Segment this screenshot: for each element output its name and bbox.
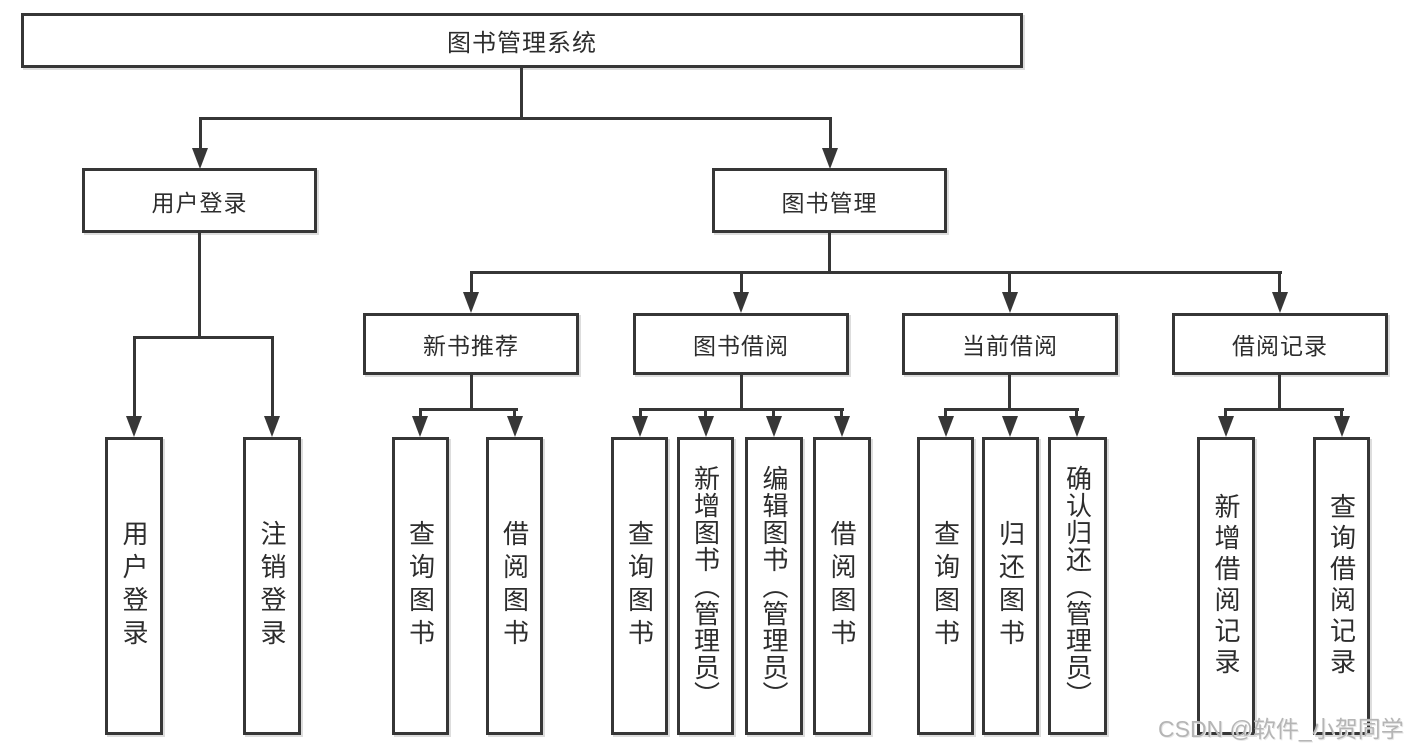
connector-line: [944, 410, 947, 418]
connector-line: [133, 338, 136, 419]
connector-line: [944, 408, 1079, 411]
node-book-management-branch: 图书管理: [712, 168, 947, 233]
connector-line: [704, 410, 707, 418]
watermark: CSDN @软件_小贺同学: [1158, 716, 1404, 742]
node-label: 图书借阅: [693, 333, 789, 359]
node-label: 图书管理: [781, 189, 878, 216]
connector-line: [419, 410, 422, 418]
leaf-return-books: 归还图书: [982, 437, 1039, 735]
arrow-down-icon: [938, 416, 954, 437]
connector-line: [1278, 273, 1281, 295]
leaf-confirm-return-admin: 确认归还（管理员）: [1048, 437, 1107, 735]
arrow-down-icon: [192, 148, 208, 169]
leaf-query-borrow-record: 查询借阅记录: [1313, 437, 1370, 735]
leaf-recommend-borrow-books: 借阅图书: [486, 437, 543, 735]
arrow-down-icon: [822, 148, 838, 169]
arrow-down-icon: [632, 416, 648, 437]
leaf-user-login: 用户登录: [105, 437, 163, 735]
connector-line: [271, 338, 274, 419]
connector-line: [199, 119, 202, 150]
node-library-management-system: 图书管理系统: [21, 13, 1023, 68]
connector-line: [639, 408, 844, 411]
connector-line: [1340, 410, 1343, 418]
arrow-down-icon: [766, 416, 782, 437]
leaf-recommend-query-books: 查询图书: [392, 437, 449, 735]
node-borrowing-records: 借阅记录: [1172, 313, 1388, 375]
node-new-book-recommendation: 新书推荐: [363, 313, 579, 375]
node-label: 借阅记录: [1232, 333, 1328, 359]
connector-line: [740, 273, 743, 295]
arrow-down-icon: [1002, 292, 1018, 313]
connector-line: [198, 233, 201, 339]
node-book-borrowing: 图书借阅: [633, 313, 849, 375]
connector-line: [840, 410, 843, 418]
arrow-down-icon: [126, 416, 142, 437]
leaf-edit-books-admin: 编辑图书（管理员）: [745, 437, 803, 735]
connector-line: [828, 233, 831, 274]
arrow-down-icon: [1218, 416, 1234, 437]
node-label: 图书管理系统: [447, 30, 597, 57]
connector-line: [740, 375, 743, 411]
leaf-current-query-books: 查询图书: [917, 437, 974, 735]
arrow-down-icon: [412, 416, 428, 437]
connector-line: [1008, 273, 1011, 295]
node-label: 用户登录: [151, 189, 248, 216]
arrow-down-icon: [698, 416, 714, 437]
arrow-down-icon: [264, 416, 280, 437]
connector-line: [1075, 410, 1078, 418]
node-user-login-branch: 用户登录: [82, 168, 317, 233]
connector-line: [1278, 375, 1281, 411]
leaf-logout: 注销登录: [243, 437, 301, 735]
connector-line: [639, 410, 642, 418]
connector-line: [513, 410, 516, 418]
connector-line: [133, 336, 274, 339]
connector-line: [829, 119, 832, 150]
connector-line: [470, 375, 473, 411]
connector-line: [1224, 408, 1344, 411]
leaf-borrowing-query-books: 查询图书: [611, 437, 668, 735]
leaf-add-books-admin: 新增图书（管理员）: [677, 437, 734, 735]
arrow-down-icon: [1069, 416, 1085, 437]
arrow-down-icon: [507, 416, 523, 437]
arrow-down-icon: [1334, 416, 1350, 437]
connector-line: [470, 271, 1282, 274]
node-label: 新书推荐: [423, 333, 519, 359]
leaf-add-borrow-record: 新增借阅记录: [1197, 437, 1255, 735]
leaf-borrow-books: 借阅图书: [813, 437, 871, 735]
arrow-down-icon: [1002, 416, 1018, 437]
connector-line: [470, 273, 473, 295]
arrow-down-icon: [834, 416, 850, 437]
connector-line: [772, 410, 775, 418]
connector-line: [520, 68, 523, 120]
connector-line: [199, 117, 832, 120]
arrow-down-icon: [463, 292, 479, 313]
arrow-down-icon: [1272, 292, 1288, 313]
node-current-borrowing: 当前借阅: [902, 313, 1118, 375]
connector-line: [1008, 375, 1011, 411]
arrow-down-icon: [733, 292, 749, 313]
connector-line: [419, 408, 518, 411]
connector-line: [1224, 410, 1227, 418]
node-label: 当前借阅: [962, 333, 1058, 359]
